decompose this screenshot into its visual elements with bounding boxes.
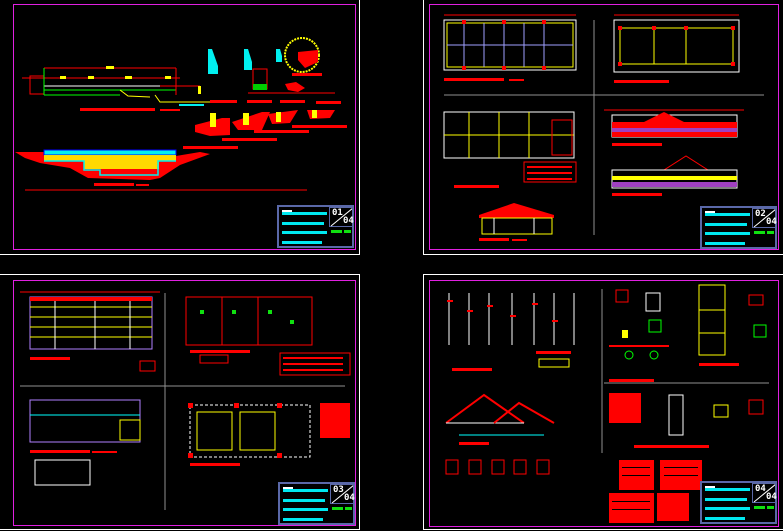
- sanitary-plan: [185, 296, 351, 376]
- electrical-plan: [29, 399, 141, 486]
- sheet-total: 04: [343, 216, 354, 226]
- sheet-frame: [13, 4, 356, 250]
- reinforcement-tables: [445, 459, 702, 523]
- title-block: 03 04: [278, 482, 355, 525]
- beam-details: [609, 393, 764, 448]
- wall-sections: [208, 49, 335, 94]
- sheet-number: 03: [333, 485, 344, 495]
- sheet-total: 04: [344, 493, 355, 503]
- sheet-frame: [13, 280, 356, 526]
- title-block: 02 04: [700, 206, 777, 249]
- cross-section-tank: [15, 149, 307, 191]
- elevation-1: [604, 109, 744, 146]
- footing-details: [609, 284, 767, 382]
- drawing-canvas[interactable]: [0, 275, 361, 531]
- detail-circle: [284, 37, 322, 92]
- channel-sections: [179, 100, 347, 149]
- roof-section: [479, 203, 554, 241]
- drawing-canvas[interactable]: [0, 0, 361, 256]
- title-block: 04 04: [700, 481, 777, 524]
- structural-plan: [188, 403, 350, 466]
- longitudinal-profile: [22, 66, 210, 111]
- sheet-number: 01: [332, 208, 343, 218]
- sheet-03[interactable]: 03 04: [0, 274, 360, 530]
- foundation-plan: [20, 291, 160, 372]
- elevation-2: [611, 155, 738, 196]
- sheet-02[interactable]: 02 04: [423, 0, 783, 255]
- sheet-frame: [429, 4, 779, 250]
- sheet-total: 04: [766, 217, 777, 227]
- floor-plan-1: [443, 14, 577, 81]
- sheet-total: 04: [766, 492, 777, 502]
- drawing-canvas[interactable]: [424, 0, 783, 256]
- column-details: [447, 293, 575, 371]
- sheet-frame: [429, 280, 779, 527]
- drawing-canvas[interactable]: [424, 275, 783, 531]
- sheet-01[interactable]: 01 04: [0, 0, 360, 255]
- sheet-04[interactable]: 04 04: [423, 274, 783, 530]
- floor-plan-3: [443, 111, 577, 188]
- title-block: 01 04: [277, 205, 354, 248]
- sheet-number: 02: [755, 209, 766, 219]
- sheet-number: 04: [755, 484, 766, 494]
- floor-plan-2: [613, 14, 740, 83]
- roof-truss: [445, 393, 555, 445]
